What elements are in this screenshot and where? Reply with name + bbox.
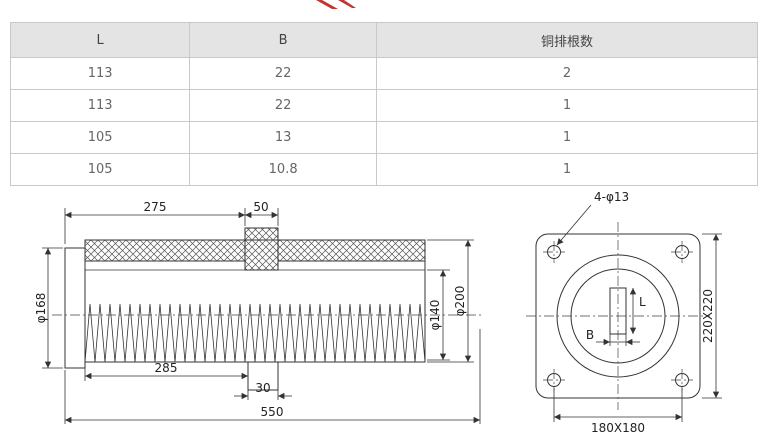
table-cell: 105 <box>9 153 191 186</box>
column-header-copper-bars: 铜排根数 <box>376 22 758 58</box>
dim-285: 285 <box>84 361 248 381</box>
dim-180x180-label: 180X180 <box>591 421 645 435</box>
technical-drawing: 275 50 φ168 φ140 φ200 <box>34 190 722 435</box>
dim-220x220: 220X220 <box>701 233 722 399</box>
table-cell: 10.8 <box>189 153 378 186</box>
table-cell: 13 <box>189 121 378 154</box>
table-cell: 22 <box>189 89 378 122</box>
dim-275-label: 275 <box>144 200 167 214</box>
callout-holes: 4-φ13 <box>556 190 629 246</box>
column-header-b: B <box>189 22 378 58</box>
table-row: 113 22 1 <box>9 89 758 122</box>
table-row: 113 22 2 <box>9 57 758 90</box>
dim-dia168: φ168 <box>34 247 63 369</box>
table-cell: 2 <box>376 57 758 90</box>
rib-profile <box>84 303 426 363</box>
spec-table: L B 铜排根数 113 22 2 113 22 1 105 13 1 105 … <box>9 22 758 186</box>
dim-30: 30 <box>234 381 292 400</box>
side-view-drawing: 275 50 φ168 φ140 φ200 <box>34 200 482 424</box>
dim-50: 50 <box>245 200 279 226</box>
dim-50-label: 50 <box>253 200 268 214</box>
table-row: 105 13 1 <box>9 121 758 154</box>
table-row: 105 10.8 1 <box>9 153 758 186</box>
table-cell: 105 <box>9 121 191 154</box>
logo-fragment <box>316 0 356 9</box>
dim-dia140: φ140 <box>427 269 450 361</box>
dim-285-label: 285 <box>155 361 178 375</box>
table-cell: 22 <box>189 57 378 90</box>
dim-550: 550 <box>64 329 481 424</box>
dim-dia200-label: φ200 <box>453 286 467 317</box>
dim-dia140-label: φ140 <box>428 300 442 331</box>
front-view-drawing: L B 4-φ13 220X220 180X180 <box>526 190 722 435</box>
bushing-body-outline <box>64 227 426 391</box>
slot-width-label: B <box>586 328 594 342</box>
slot-length-label: L <box>639 295 646 309</box>
dim-30-label: 30 <box>255 381 270 395</box>
table-cell: 1 <box>376 153 758 186</box>
dim-dia168-label: φ168 <box>34 293 48 324</box>
dim-550-label: 550 <box>261 405 284 419</box>
dim-holes-label: 4-φ13 <box>594 190 629 204</box>
copper-bar-slot: L B <box>586 287 646 346</box>
dim-220x220-label: 220X220 <box>701 289 715 343</box>
table-cell: 113 <box>9 57 191 90</box>
table-header-row: L B 铜排根数 <box>9 22 758 58</box>
table-cell: 1 <box>376 121 758 154</box>
dim-dia200: φ200 <box>427 239 474 363</box>
dim-180x180: 180X180 <box>553 388 683 435</box>
table-cell: 113 <box>9 89 191 122</box>
dim-275: 275 <box>64 200 246 244</box>
table-cell: 1 <box>376 89 758 122</box>
column-header-l: L <box>9 22 191 58</box>
